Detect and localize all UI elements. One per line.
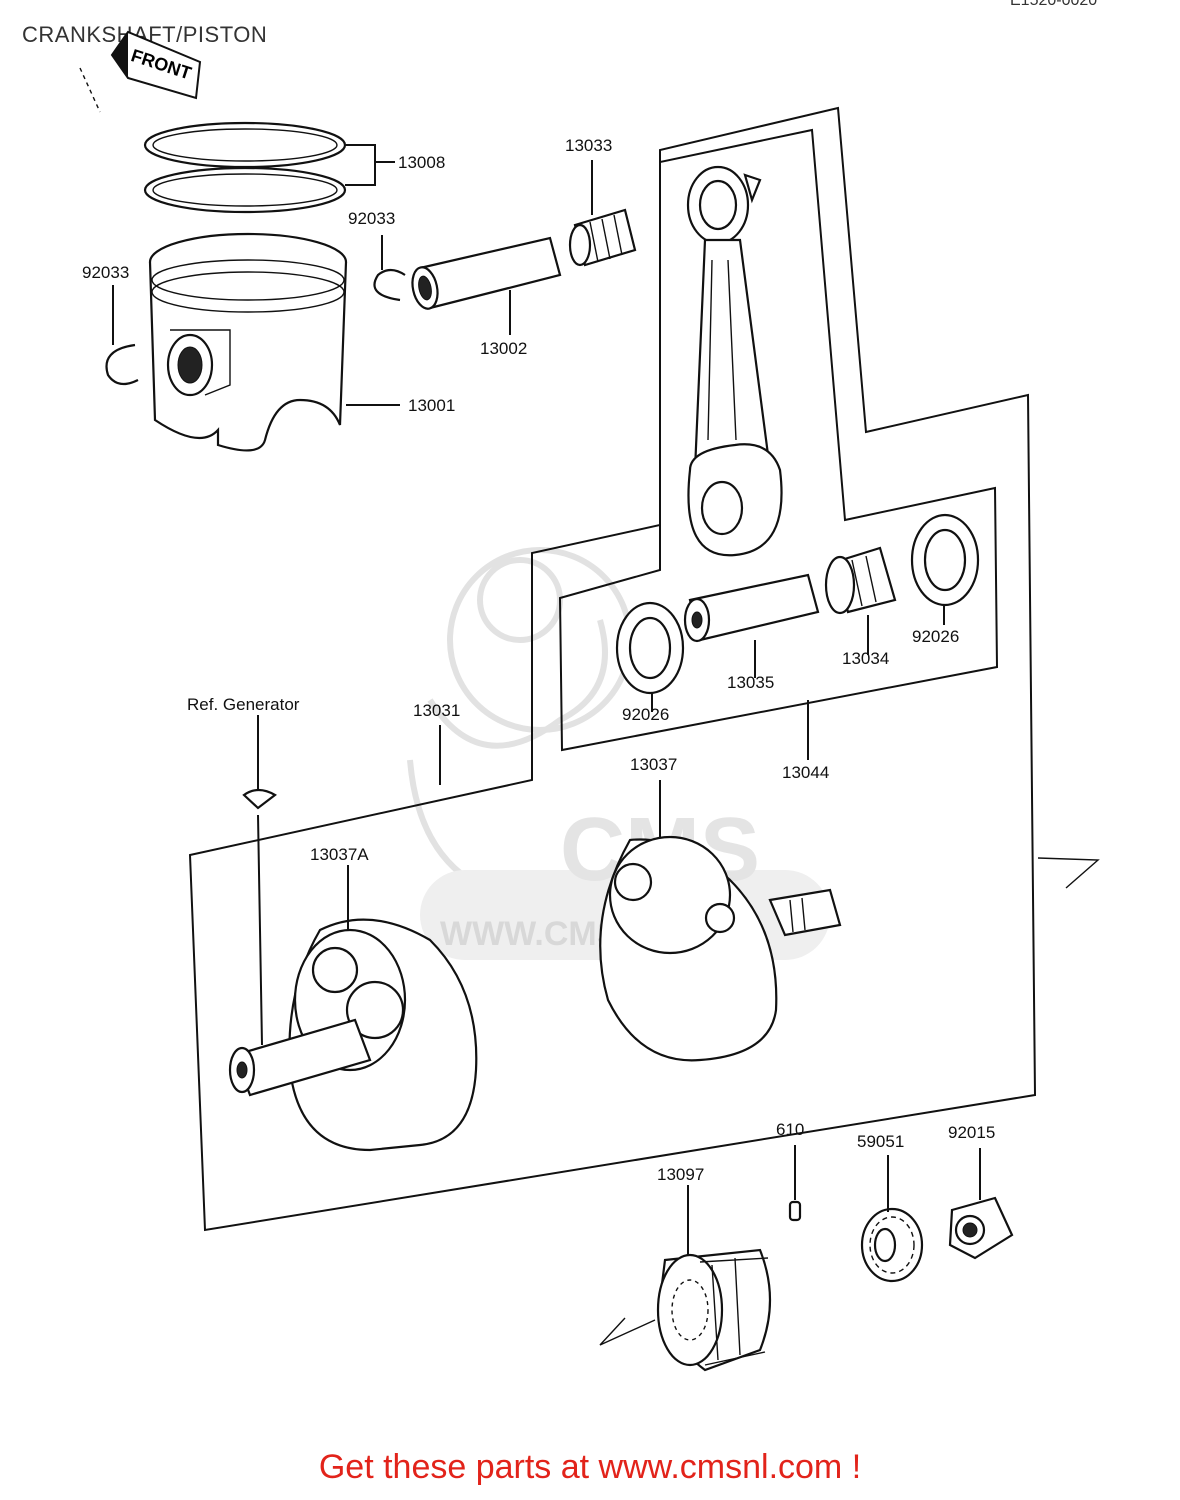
callout-13002: 13002 (480, 339, 527, 358)
diagram-code: E1520-0020 (1010, 0, 1098, 9)
piston-rings (143, 121, 395, 214)
callout-13097: 13097 (657, 1165, 704, 1184)
woodruff-key (242, 715, 277, 1046)
crankshaft-half-right (599, 780, 842, 1062)
callout-59051: 59051 (857, 1132, 904, 1151)
callout-92033-right: 92033 (348, 209, 395, 228)
callout-610: 610 (776, 1120, 804, 1139)
callout-13037A: 13037A (310, 845, 369, 864)
connecting-rod (686, 165, 783, 557)
callout-13037: 13037 (630, 755, 677, 774)
crankshaft-gear (599, 1185, 772, 1372)
callout-13044: 13044 (782, 763, 829, 782)
callout-92015: 92015 (948, 1123, 995, 1142)
callout-ref-generator: Ref. Generator (187, 695, 300, 714)
crankshaft-half-left (228, 865, 478, 1152)
nut (948, 1148, 1014, 1260)
callout-92033-left: 92033 (82, 263, 129, 282)
big-end-bearing (824, 546, 897, 655)
circlip-right (373, 235, 406, 302)
callout-13001: 13001 (408, 396, 455, 415)
crankshaft-assembly-outline (188, 106, 1037, 1232)
thrust-washer-right (910, 513, 980, 625)
callout-13031: 13031 (413, 701, 460, 720)
piston (148, 232, 400, 452)
front-arrow: FRONT (79, 30, 202, 113)
primary-gear (860, 1155, 924, 1283)
thrust-washer-left (615, 601, 685, 712)
callout-labels: 13008 13033 92033 92033 13002 13001 9202… (82, 136, 995, 1184)
footer-link[interactable]: Get these parts at www.cmsnl.com ! (318, 1448, 862, 1486)
callout-92026-right: 92026 (912, 627, 959, 646)
callout-13035: 13035 (727, 673, 774, 692)
callout-13033: 13033 (565, 136, 612, 155)
crank-pin (683, 573, 820, 678)
circlip-left (105, 285, 139, 386)
callout-13034: 13034 (842, 649, 889, 668)
callout-13008: 13008 (398, 153, 445, 172)
piston-pin (411, 236, 562, 335)
callout-92026-left: 92026 (622, 705, 669, 724)
connecting-rod-assembly-outline (558, 128, 999, 752)
dowel-pin (788, 1145, 802, 1222)
small-end-bearing (568, 160, 637, 267)
